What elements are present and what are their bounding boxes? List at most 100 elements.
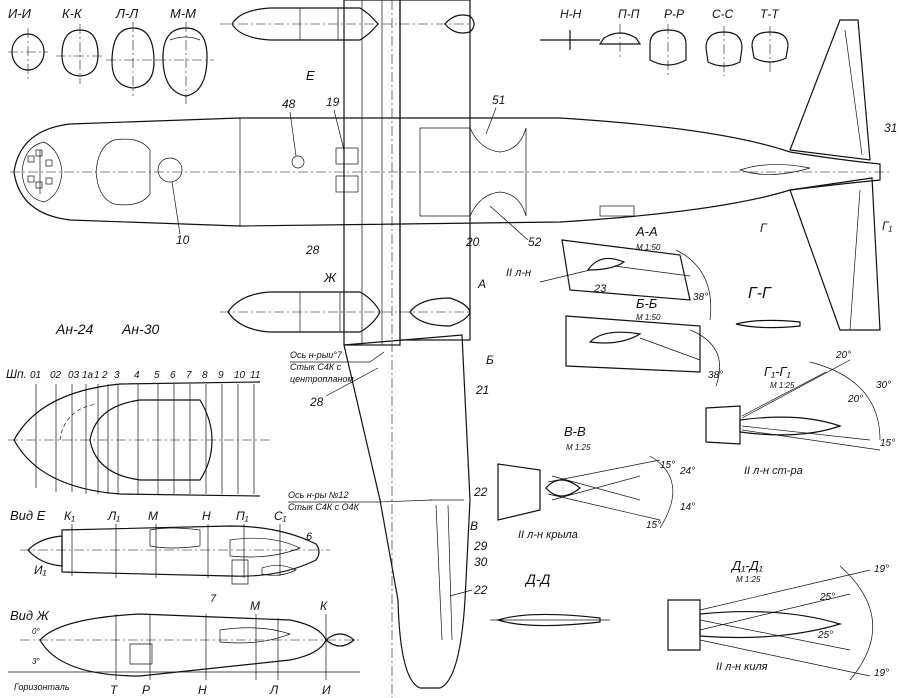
marker-g: Г <box>760 221 768 235</box>
angle-g1g1-4: 15° <box>880 438 895 449</box>
frame-tick: 03 <box>68 370 80 381</box>
view-label-zh: Вид Ж <box>10 608 50 623</box>
zh-angle-0: 0° <box>32 627 40 636</box>
view-zh: Вид Ж М К Т Р Н Л И 0° 3° Горизонталь <box>8 599 360 697</box>
marker-g1: Г₁ <box>882 219 893 233</box>
position-d1d1: II л-н киля <box>716 661 768 673</box>
marker-v: В <box>470 519 478 533</box>
note-rib7-line2: Стык С4К с <box>290 362 342 372</box>
marker-m-zh: М <box>250 599 260 613</box>
frame-scale-label: Шп. <box>6 367 27 381</box>
marker-p1: П₁ <box>236 509 249 523</box>
frame-tick: 3 <box>114 370 120 381</box>
frame-scale-ticks: 01 02 03 1а 1 2 3 4 5 6 7 8 9 10 11 <box>30 370 260 381</box>
zh-angle-3: 3° <box>32 657 40 666</box>
section-gg: Г-Г <box>735 285 801 329</box>
marker-k1: К₁ <box>64 509 75 523</box>
frame-tick: 7 <box>186 370 192 381</box>
marker-r: Р <box>142 683 150 697</box>
scale-aa: М 1:50 <box>636 243 661 252</box>
marker-n-e: Н <box>202 509 211 523</box>
angle-vv-3: 14° <box>680 502 695 513</box>
nacelle-bay-outline <box>419 127 527 217</box>
callout-48: 48 <box>282 97 296 111</box>
position-vv: II л-н крыла <box>518 529 578 541</box>
section-label-rr: Р-Р <box>664 7 684 21</box>
nose-comparison: Ан-24 Ан-30 Шп. 01 02 03 1а 1 2 3 4 5 6 … <box>6 321 270 497</box>
frame-tick: 6 <box>170 370 176 381</box>
angle-vv-1: 15° <box>660 460 675 471</box>
section-bb: Б-Б М 1:50 38° <box>565 296 723 387</box>
fuselage-sections-top-left: И-И К-К Л-Л М-М <box>8 6 214 104</box>
view-label-e: Вид Е <box>10 508 46 523</box>
callout-numbers: 48 19 51 10 28 20 52 31 23 21 28 22 29 3… <box>171 93 897 605</box>
marker-b: Б <box>486 353 494 367</box>
section-aa: А-А М 1:50 38° II л-н <box>506 224 712 321</box>
marker-zh: Ж <box>323 270 337 285</box>
callout-52: 52 <box>528 235 542 249</box>
frame-tick: 8 <box>202 370 208 381</box>
angle-vv-2: 24° <box>679 466 695 477</box>
view-e: Вид Е К₁ Л₁ М Н П₁ С₁ И₁ <box>10 508 330 585</box>
marker-n-zh: Н <box>198 683 207 697</box>
frame-tick: 01 <box>30 370 41 381</box>
section-label-aa: А-А <box>635 224 658 239</box>
marker-l: Л <box>269 683 279 697</box>
marker-i1: И₁ <box>34 563 47 577</box>
note-rib7-line3: центропланом <box>290 374 354 384</box>
section-label-nn: Н-Н <box>560 7 582 21</box>
note-rib12-line2: Стык С4К с О4К <box>288 502 360 512</box>
note-rib7-line1: Ось н-рыи°7 <box>290 350 343 360</box>
callout-22-upper: 22 <box>473 485 488 499</box>
scale-vv: М 1:25 <box>566 443 591 452</box>
angle-g1g1-2: 20° <box>847 394 863 405</box>
angle-aa: 38° <box>693 292 708 303</box>
note-rib12-line1: Ось н-ры №12 <box>288 490 349 500</box>
frame-tick: 2 <box>101 370 108 381</box>
lower-engine-nacelle <box>227 291 381 333</box>
marker-e: Е <box>306 68 315 83</box>
section-g1g1: Г₁-Г₁ М 1:25 20° 20° 30° 15° II л-н ст-р… <box>705 350 895 477</box>
angle-d1d1-1: 19° <box>874 564 889 575</box>
section-label-tt: Т-Т <box>760 7 780 21</box>
marker-a: А <box>477 277 486 291</box>
angle-bb: 38° <box>708 370 723 381</box>
marker-k: К <box>320 599 328 613</box>
scale-bb: М 1:50 <box>636 313 661 322</box>
callout-30: 30 <box>474 555 488 569</box>
horizon-label: Горизонталь <box>14 682 70 692</box>
marker-l1: Л₁ <box>107 509 120 523</box>
wing-sections-top-right: Н-Н П-П Р-Р С-С Т-Т <box>540 7 789 76</box>
variant-an30: Ан-30 <box>121 321 159 337</box>
section-vv: В-В М 1:25 15° 24° 14° 15° II л-н крыла <box>497 424 695 541</box>
frame-tick: 1 <box>94 370 100 381</box>
section-label-kk: К-К <box>62 6 83 21</box>
angle-g1g1-3: 30° <box>876 380 891 391</box>
frame-tick: 4 <box>134 370 140 381</box>
scale-g1g1: М 1:25 <box>770 381 795 390</box>
angle-d1d1-2: 25° <box>819 592 835 603</box>
frame-tick: 1а <box>82 370 94 381</box>
section-dd: Д-Д <box>490 571 610 627</box>
wing-centre-section <box>343 0 401 346</box>
frame-tick: 02 <box>50 370 62 381</box>
vertical-fin-plan <box>789 19 871 161</box>
frame-tick: 9 <box>218 370 224 381</box>
angle-g1g1-1: 20° <box>835 350 851 361</box>
callout-51: 51 <box>492 93 505 107</box>
section-label-bb: Б-Б <box>636 296 658 311</box>
section-label-ss: С-С <box>712 7 734 21</box>
notes: Ось н-рыи°7 Стык С4К с центропланом Ось … <box>288 350 433 512</box>
section-label-pp: П-П <box>618 7 640 21</box>
marker-m-e: М <box>148 509 158 523</box>
callout-6: 6 <box>306 531 313 543</box>
callout-19: 19 <box>326 95 340 109</box>
frame-tick: 10 <box>234 370 246 381</box>
callout-10: 10 <box>176 233 190 247</box>
callout-28-top: 28 <box>305 243 320 257</box>
frame-tick: 5 <box>154 370 160 381</box>
section-label-mm: М-М <box>170 6 196 21</box>
outer-wing-panel <box>343 334 471 689</box>
section-label-dd: Д-Д <box>524 571 551 587</box>
section-label-ii: И-И <box>8 6 32 21</box>
